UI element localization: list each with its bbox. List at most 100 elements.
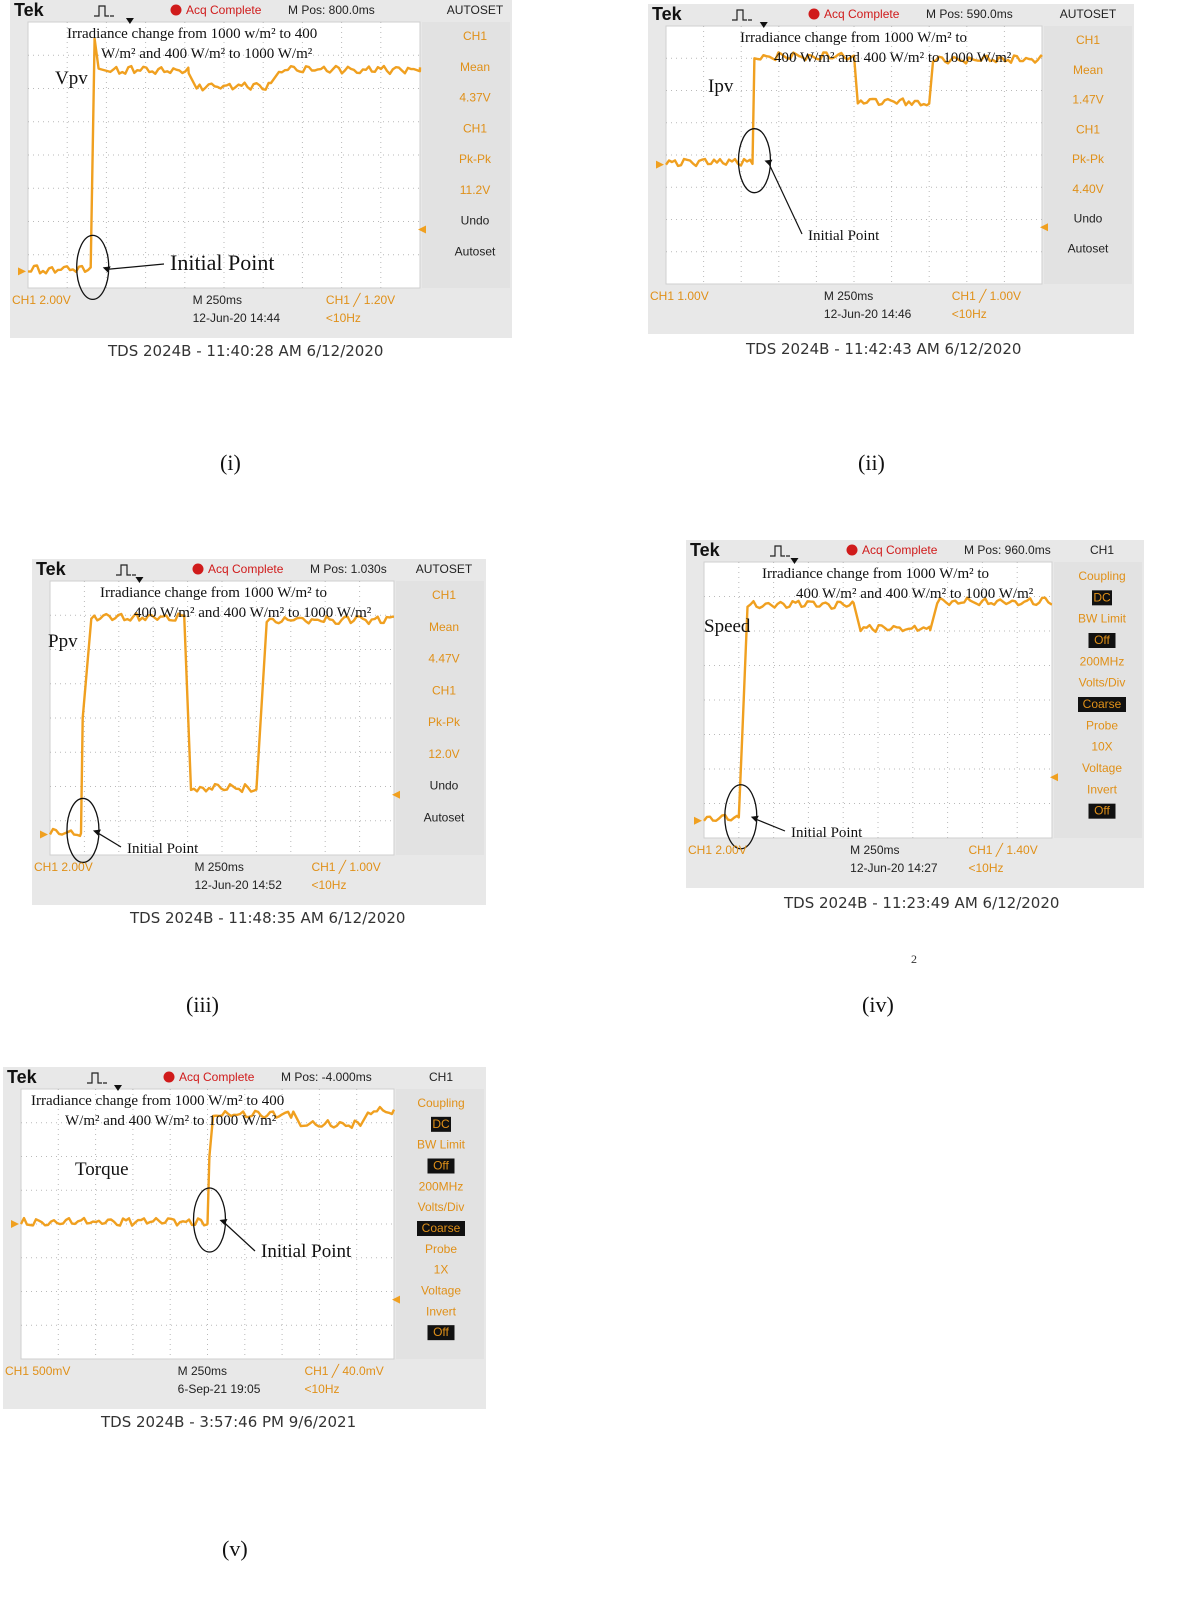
acq-status-icon — [192, 563, 204, 575]
side-value: Coarse — [1083, 697, 1122, 711]
scope-footer: TDS 2024B - 11:42:43 AM 6/12/2020 — [746, 340, 1022, 358]
trigger-position-icon — [113, 1085, 122, 1091]
side-item: CH1 — [1076, 33, 1100, 47]
acq-status-icon — [846, 544, 858, 556]
side-item: 12.0V — [428, 747, 459, 761]
side-item: Undo — [461, 214, 490, 228]
ch1-ground-marker-icon — [18, 267, 26, 276]
ch1-ground-marker-icon — [40, 830, 48, 839]
top-right-label: AUTOSET — [1060, 7, 1117, 21]
initial-point-label: Initial Point — [808, 228, 880, 244]
timebase: M 250ms — [850, 843, 899, 857]
side-item: Coupling — [1078, 569, 1125, 583]
trigger-frequency: <10Hz — [952, 307, 987, 321]
timestamp: 12-Jun-20 14:52 — [194, 878, 282, 892]
trigger-level-icon — [1050, 773, 1058, 782]
side-item: Undo — [430, 779, 459, 793]
trigger-pulse-icon — [87, 1072, 107, 1084]
trigger-position-icon — [135, 577, 144, 583]
trigger-frequency: <10Hz — [304, 1382, 339, 1396]
side-menu — [396, 581, 484, 855]
annotation-line-2: W/m² and 400 W/m² to 1000 W/m² — [101, 46, 313, 62]
side-item: Coupling — [417, 1096, 464, 1110]
side-value-box — [1078, 697, 1126, 712]
arrowhead-icon — [764, 159, 773, 166]
side-value: DC — [432, 1117, 450, 1131]
side-item: Undo — [1074, 212, 1103, 226]
timebase: M 250ms — [194, 860, 243, 874]
annotation-line-2: 400 W/m² and 400 W/m² to 1000 W/m² — [134, 605, 372, 621]
arrowhead-icon — [92, 829, 101, 836]
acq-status: Acq Complete — [208, 562, 284, 576]
signal-label: Torque — [75, 1159, 129, 1180]
side-item: Mean — [429, 620, 459, 634]
acq-status-icon — [163, 1071, 175, 1083]
side-item: Pk-Pk — [428, 715, 461, 729]
trigger-level-icon — [1040, 223, 1048, 232]
annotation-line-1: Irradiance change from 1000 W/m² to — [762, 566, 989, 582]
initial-point-label: Initial Point — [791, 825, 863, 841]
timestamp: 12-Jun-20 14:44 — [193, 311, 281, 325]
top-right-label: CH1 — [1090, 543, 1114, 557]
trigger-pulse-icon — [94, 5, 114, 17]
initial-point-arrow — [223, 1221, 256, 1252]
side-item: Voltage — [421, 1284, 461, 1298]
scope-footer: TDS 2024B - 11:40:28 AM 6/12/2020 — [108, 342, 384, 360]
side-item: CH1 — [1076, 122, 1100, 136]
side-value-box — [1092, 590, 1112, 606]
m-pos: M Pos: 1.030s — [310, 562, 387, 576]
side-value: Coarse — [422, 1221, 461, 1235]
ch1-scale: CH1 2.00V — [12, 293, 71, 307]
brand-label: Tek — [36, 559, 67, 579]
ch1-scale: CH1 2.00V — [34, 860, 93, 874]
trigger-setting: CH1 ╱ 40.0mV — [304, 1363, 383, 1378]
timebase: M 250ms — [178, 1364, 227, 1378]
side-value: Off — [433, 1325, 449, 1339]
side-item: 4.40V — [1072, 182, 1103, 196]
side-item: 10X — [1091, 740, 1112, 754]
timestamp: 12-Jun-20 14:27 — [850, 861, 938, 875]
timestamp: 12-Jun-20 14:46 — [824, 307, 912, 321]
initial-point-label: Initial Point — [127, 841, 199, 857]
top-right-label: CH1 — [429, 1070, 453, 1084]
side-item: Autoset — [1068, 241, 1109, 255]
initial-point-arrow — [767, 162, 803, 235]
trigger-pulse-icon — [116, 564, 136, 576]
acq-status: Acq Complete — [862, 543, 938, 557]
side-item: 200MHz — [419, 1179, 464, 1193]
trigger-setting: CH1 ╱ 1.20V — [326, 292, 395, 307]
signal-trace — [27, 37, 422, 275]
signal-trace — [48, 612, 394, 838]
annotation-line-2: 400 W/m² and 400 W/m² to 1000 W/m² — [774, 50, 1012, 66]
brand-label: Tek — [7, 1067, 38, 1087]
signal-trace — [19, 1105, 396, 1227]
ch1-scale: CH1 2.00V — [688, 843, 747, 857]
arrowhead-icon — [750, 815, 759, 822]
trigger-frequency: <10Hz — [326, 311, 361, 325]
panel-caption: (ii) — [858, 450, 885, 475]
acq-status: Acq Complete — [824, 7, 900, 21]
timebase: M 250ms — [824, 289, 873, 303]
acq-status: Acq Complete — [186, 3, 262, 17]
side-value-box — [1088, 803, 1116, 819]
ch1-ground-marker-icon — [11, 1220, 19, 1228]
trigger-level-icon — [392, 1295, 400, 1304]
side-item: CH1 — [463, 121, 487, 135]
side-item: 4.47V — [428, 652, 459, 666]
initial-point-arrow — [96, 831, 122, 848]
scope-footer: TDS 2024B - 11:48:35 AM 6/12/2020 — [130, 909, 406, 927]
panel-caption: (iii) — [186, 992, 219, 1017]
signal-label: Ipv — [708, 76, 734, 97]
trigger-position-icon — [125, 18, 134, 24]
trigger-position-icon — [790, 558, 799, 564]
side-item: 200MHz — [1080, 654, 1125, 668]
initial-point-label: Initial Point — [261, 1241, 352, 1262]
annotation-line-2: W/m² and 400 W/m² to 1000 W/m² — [65, 1113, 277, 1129]
side-item: 4.37V — [459, 91, 490, 105]
